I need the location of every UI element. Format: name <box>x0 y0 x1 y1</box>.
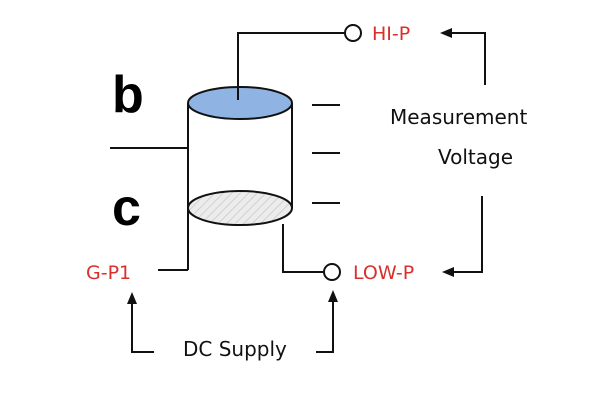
low-p-label: LOW-P <box>353 262 414 284</box>
supply-arrow-to-guard <box>131 302 154 353</box>
measurement-label-line1: Measurement <box>390 105 527 129</box>
arrowhead-icon <box>440 28 452 38</box>
low-p-wire <box>282 224 324 273</box>
supply-arrow-to-low <box>316 300 334 353</box>
low-p-terminal[interactable] <box>323 263 341 281</box>
measurement-arrow-to-low <box>452 196 483 273</box>
region-label-c: c <box>112 179 141 237</box>
guard-label: G-P1 <box>86 262 131 284</box>
hi-p-label: HI-P <box>372 23 410 45</box>
bottom-electrode <box>187 190 293 226</box>
arrowhead-icon <box>328 290 338 302</box>
region-label-b: b <box>112 66 144 124</box>
top-electrode <box>187 86 293 120</box>
measurement-label-line2: Voltage <box>438 145 513 169</box>
arrowhead-icon <box>442 267 454 277</box>
arrowhead-icon <box>127 292 137 304</box>
hi-p-wire <box>237 32 345 100</box>
dc-supply-label: DC Supply <box>183 337 287 361</box>
measurement-arrow-to-hi <box>450 32 486 85</box>
hi-p-terminal[interactable] <box>344 24 362 42</box>
